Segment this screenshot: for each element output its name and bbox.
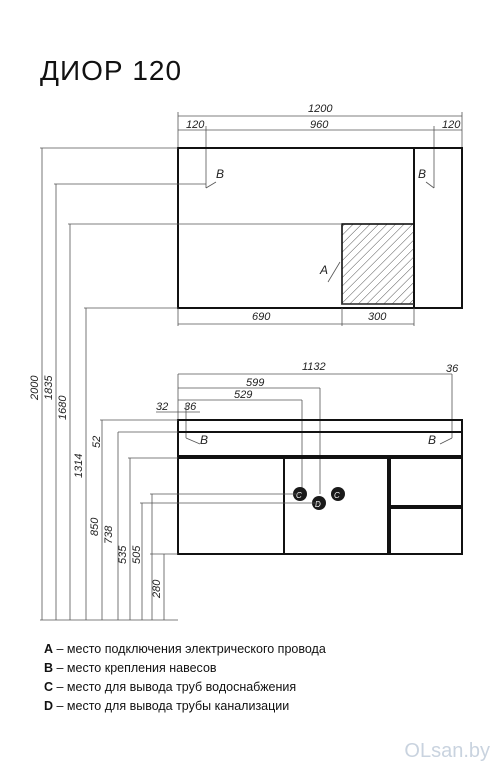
dim-120-left: 120 bbox=[186, 119, 205, 131]
dim-599: 599 bbox=[246, 377, 264, 389]
legend-item-b: B – место крепления навесов bbox=[44, 661, 217, 675]
cabinet-middle-door bbox=[283, 457, 389, 555]
dim-36-right: 36 bbox=[446, 363, 459, 375]
dim-960: 960 bbox=[310, 119, 329, 131]
dim-v-850: 850 bbox=[89, 517, 101, 536]
sink-rim bbox=[177, 431, 463, 457]
svg-text:C: C bbox=[334, 491, 340, 500]
page-title: ДИОР 120 bbox=[40, 55, 182, 86]
drawer-bottom bbox=[389, 507, 463, 555]
marker-c-right bbox=[331, 487, 345, 501]
dim-v-52: 52 bbox=[91, 436, 103, 448]
legend-item-a: A – место подключения электрического про… bbox=[44, 642, 326, 656]
dim-690: 690 bbox=[252, 311, 271, 323]
dim-36-left: 36 bbox=[184, 401, 197, 413]
dim-120-right: 120 bbox=[442, 119, 461, 131]
dim-v-738: 738 bbox=[103, 525, 115, 544]
dim-v-535: 535 bbox=[117, 545, 129, 564]
mirror-frame bbox=[177, 147, 463, 309]
watermark-text: OLsan.by bbox=[404, 740, 490, 762]
cabinet-hatch bbox=[341, 223, 415, 305]
svg-text:C: C bbox=[296, 491, 302, 500]
legend-item-d: D – место для вывода трубы канализации bbox=[44, 699, 290, 713]
dim-v-280: 280 bbox=[151, 579, 163, 599]
dim-1132: 1132 bbox=[302, 361, 326, 373]
drawer-top bbox=[389, 457, 463, 507]
dim-32: 32 bbox=[156, 401, 168, 413]
dim-300: 300 bbox=[368, 311, 387, 323]
vanity-view: 1132 36 599 529 32 36 B B C C D bbox=[100, 361, 463, 555]
dim-v-1835: 1835 bbox=[43, 375, 55, 400]
dim-v-1680: 1680 bbox=[57, 395, 69, 420]
dim-1200: 1200 bbox=[308, 103, 333, 115]
mirror-view: 1200 120 960 120 B B A 690 300 bbox=[177, 103, 463, 326]
cabinet-left-door bbox=[177, 457, 285, 555]
dim-v-505: 505 bbox=[131, 545, 143, 564]
legend-item-c: C – место для вывода труб водоснабжения bbox=[44, 680, 297, 694]
marker-a: A bbox=[319, 263, 328, 277]
marker-b-bottom-right: B bbox=[428, 433, 436, 447]
marker-b-top-right: B bbox=[418, 167, 426, 181]
watermark-logo: OLsan.by bbox=[404, 740, 490, 763]
marker-b-top-left: B bbox=[216, 167, 224, 181]
legend: A – место подключения электрического про… bbox=[44, 640, 326, 716]
vertical-dimensions: 2000 1835 1680 1314 52 850 738 535 505 2… bbox=[29, 147, 342, 621]
svg-text:D: D bbox=[315, 500, 321, 509]
dim-v-2000: 2000 bbox=[29, 375, 41, 401]
dim-529: 529 bbox=[234, 389, 252, 401]
marker-b-bottom-left: B bbox=[200, 433, 208, 447]
dim-v-1314: 1314 bbox=[73, 454, 85, 478]
